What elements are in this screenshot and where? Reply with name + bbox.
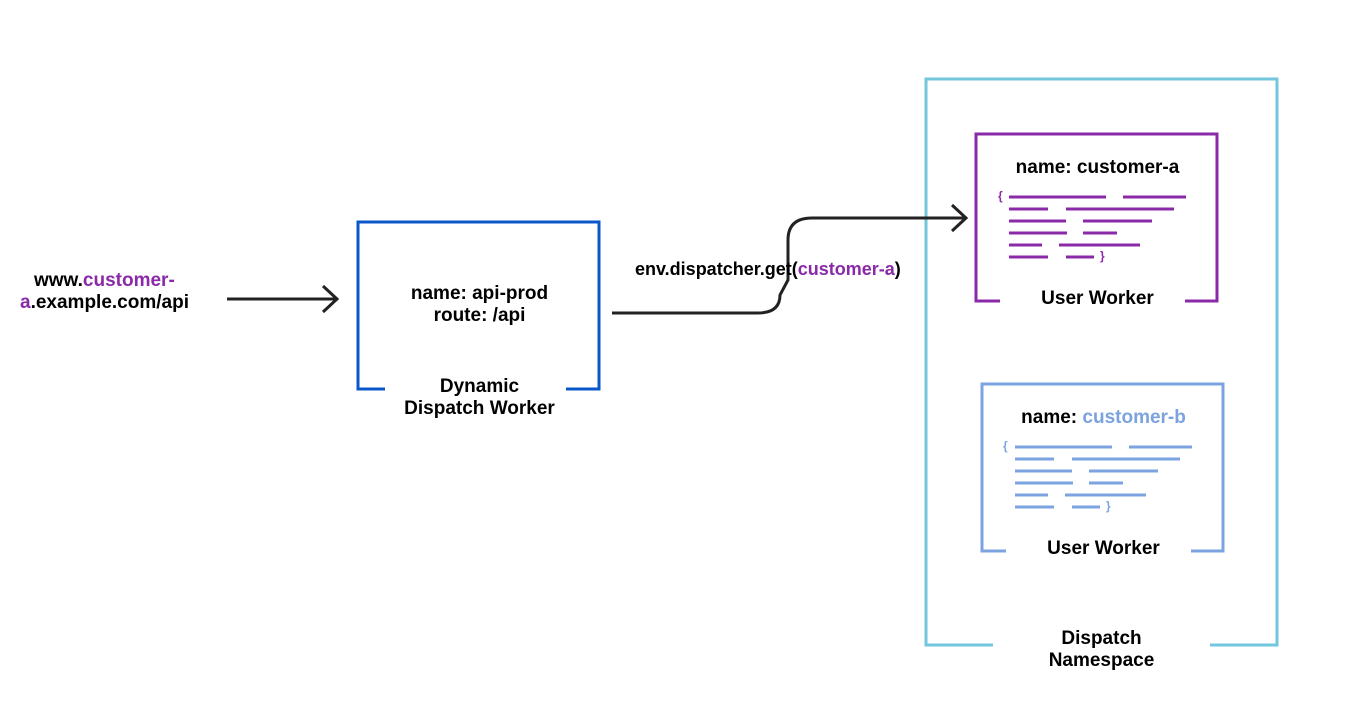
dispatch-call-argument: customer-a [797,259,895,279]
dispatch-worker-labels: name: api-prod route: /api [358,283,601,327]
dispatch-worker-caption: Dynamic Dispatch Worker [358,376,601,420]
user-worker-b-brace-close: } [1106,499,1111,513]
user-worker-a-brace-close: } [1100,249,1105,263]
namespace-caption-line1: Dispatch [1061,628,1142,649]
dispatch-arrow [612,203,969,315]
user-worker-a-brace-open: { [998,189,1003,203]
dispatch-worker-caption-line1: Dynamic [439,376,520,397]
dispatch-worker-caption-line2: Dispatch Worker [404,398,555,419]
user-worker-a-frame [974,132,1219,303]
user-worker-b-name-prefix: name: [1021,407,1083,428]
url-suffix: .example.com/api [30,292,189,313]
request-url-line1: www.customer- [20,270,189,292]
dispatch-call-suffix: ) [894,259,901,279]
user-worker-b-caption: User Worker [1047,538,1160,559]
user-worker-b-brace-open: { [1003,439,1008,453]
user-worker-a-name: name: customer-a [1015,157,1180,178]
user-worker-b-name-value: customer-b [1082,407,1186,428]
code-lines-icon [1015,445,1192,509]
request-arrow [227,284,340,314]
namespace-caption: Dispatch Namespace [993,628,1210,672]
namespace-caption-line2: Namespace [1048,650,1155,671]
dispatch-worker-route: route: /api [433,305,526,326]
dispatch-worker-frame [356,220,601,391]
dispatch-call-prefix: env.dispatcher.get( [635,259,798,279]
request-url: www.customer- a.example.com/api [20,270,189,314]
user-worker-b-frame [980,382,1225,553]
url-customer-highlight: customer- [82,270,175,291]
user-worker-b-name: name: customer-b [982,407,1225,429]
url-prefix: www. [34,270,83,291]
request-url-line2: a.example.com/api [20,292,189,314]
url-customer-highlight-end: a [20,292,31,313]
user-worker-a-caption: User Worker [1041,288,1154,309]
dispatch-call-label: env.dispatcher.get(customer-a) [635,258,901,280]
namespace-frame [924,77,1279,647]
dispatch-worker-name: name: api-prod [410,283,549,304]
code-lines-icon [1009,195,1186,259]
